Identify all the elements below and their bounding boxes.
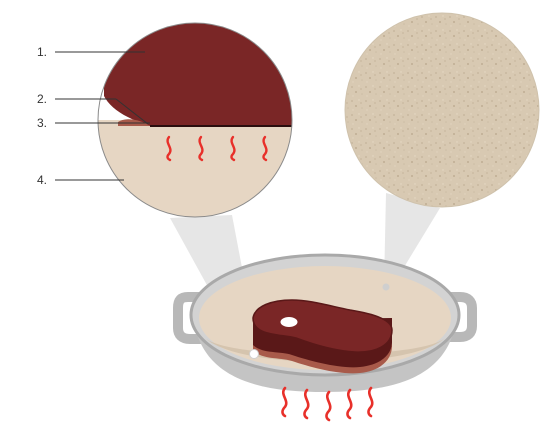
label-3: 3. <box>37 116 47 130</box>
flame-squiggle-icon <box>326 392 330 420</box>
pan-surface-zoomed <box>90 120 300 230</box>
flame-squiggle-icon <box>304 390 308 418</box>
zoom-circle-pan-texture <box>340 10 544 220</box>
steak-zoomed <box>104 10 300 126</box>
flame-squiggle-icon <box>347 390 351 418</box>
label-2: 2. <box>37 92 47 106</box>
label-4: 4. <box>37 173 47 187</box>
flame-squiggle-icon <box>282 388 286 416</box>
zoom-circle-cross-section <box>90 10 300 230</box>
flame-squiggle-icon <box>368 388 372 416</box>
focus-dot-icon <box>383 284 390 291</box>
label-1: 1. <box>37 45 47 59</box>
heat-squiggles-pan <box>282 388 372 420</box>
focus-dot-icon <box>250 350 259 359</box>
bone-marker-icon <box>281 317 298 327</box>
